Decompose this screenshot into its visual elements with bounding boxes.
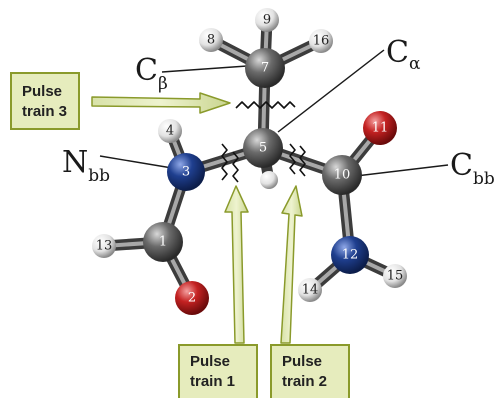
arrow-train-2 [280,185,303,344]
atom-number-11: 11 [372,121,389,136]
atom-number-7: 7 [261,61,269,76]
atom-9 [255,8,279,32]
pointer-c-alpha [277,49,385,133]
hydrogen-atoms [92,8,407,302]
label-c-alpha: Cα [386,35,421,74]
atom-number-9: 9 [263,13,271,28]
label-c-bb: Cbb [450,148,495,189]
atom-1 [143,222,183,262]
pulse-train-1-line1: Pulse [190,353,231,370]
bond-cut-marks [221,101,306,183]
heavy-atoms [143,48,397,315]
atom-number-10: 10 [334,168,351,183]
atom-number-16: 16 [313,34,330,49]
atom-13 [92,234,116,258]
pulse-train-3-box: Pulse train 3 [10,72,80,130]
arrow-train-3 [91,92,231,114]
pulse-train-1-box: Pulse train 1 [178,344,258,398]
pulse-train-2-line2: train 2 [282,373,328,390]
pulse-arrows [91,92,303,344]
cut-mark-train-1a [221,143,228,181]
atom-number-1: 1 [159,235,167,250]
cut-mark-train-3 [235,101,296,109]
pointer-n-bb [99,155,173,169]
atom-4 [158,119,182,143]
atom-16 [309,29,333,53]
label-c-beta: Cβ [135,53,168,94]
atom-15 [383,264,407,288]
cut-mark-train-2a [289,143,296,175]
pointer-c-bb [355,164,449,177]
cut-mark-train-2b [299,145,306,177]
atom-12 [331,236,369,274]
pulse-train-3-line1: Pulse [22,83,63,100]
atom-number-3: 3 [182,165,190,180]
arrow-train-1 [224,185,249,344]
label-pointers [99,49,449,177]
label-n-bb: Nbb [62,145,110,186]
atom-6-hydrogen [260,171,278,189]
pulse-train-3-line2: train 3 [22,103,68,120]
atom-number-13: 13 [96,239,113,254]
atom-2 [175,281,209,315]
atom-10 [322,155,362,195]
atom-8 [199,28,223,52]
atom-labels: Cβ Cα Nbb Cbb [62,35,495,189]
atom-number-14: 14 [302,283,319,298]
atom-number-12: 12 [342,248,359,263]
atom-numbers: 8 9 16 4 13 14 15 7 5 3 1 2 10 11 12 [96,13,404,306]
atom-number-4: 4 [166,124,174,139]
cut-mark-train-1b [232,151,239,183]
atom-14 [298,278,322,302]
pulse-train-1-line2: train 1 [190,373,236,390]
pulse-train-2-line1: Pulse [282,353,323,370]
pulse-train-2-box: Pulse train 2 [270,344,350,398]
atom-number-2: 2 [188,291,196,306]
atom-3 [167,153,205,191]
atom-number-8: 8 [207,33,215,48]
pointer-c-beta [161,65,248,73]
atom-5 [243,128,283,168]
atom-number-15: 15 [387,269,404,284]
atom-11 [363,111,397,145]
atom-7 [245,48,285,88]
atom-number-5: 5 [259,141,267,156]
